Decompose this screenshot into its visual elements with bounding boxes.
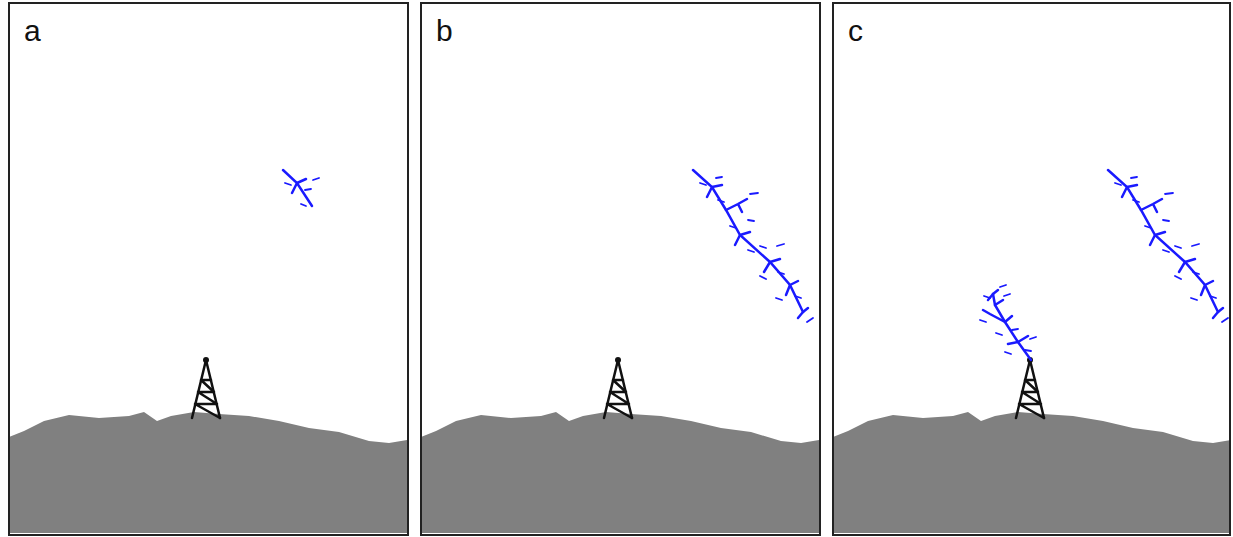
panel-frame: b xyxy=(420,2,821,536)
panel-letter: c xyxy=(848,14,863,48)
panel-letter: a xyxy=(24,14,41,48)
panel-frame: c xyxy=(832,2,1231,536)
panel-letter: b xyxy=(436,14,453,48)
panel-frame: a xyxy=(8,2,409,536)
